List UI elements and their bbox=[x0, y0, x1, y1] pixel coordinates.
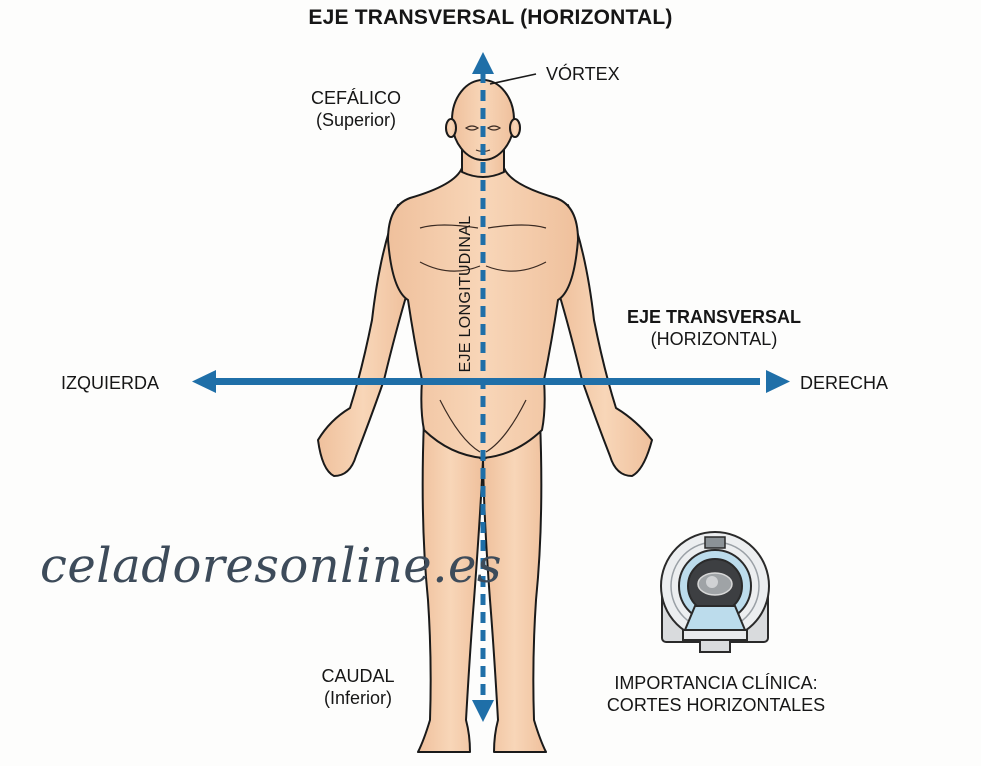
body-details bbox=[419, 125, 547, 453]
left-direction-label: IZQUIERDA bbox=[61, 373, 160, 393]
transverse-axis-label: EJE TRANSVERSAL (HORIZONTAL) bbox=[606, 306, 822, 350]
longitudinal-axis-label: EJE LONGITUDINAL bbox=[457, 215, 474, 373]
right-direction-label: DERECHA bbox=[800, 373, 889, 393]
cephalic-label: CEFÁLICO (Superior) bbox=[298, 87, 414, 131]
caudal-subtitle: (Inferior) bbox=[323, 688, 392, 708]
ct-scanner-icon bbox=[660, 531, 770, 653]
caudal-label: CAUDAL (Inferior) bbox=[306, 665, 410, 709]
vertex-label: VÓRTEX bbox=[546, 64, 620, 84]
transverse-axis-title: EJE TRANSVERSAL bbox=[626, 307, 802, 327]
cephalic-subtitle: (Superior) bbox=[315, 110, 397, 130]
watermark: celadoresonline.es bbox=[40, 538, 502, 594]
clinical-line-1: IMPORTANCIA CLÍNICA: bbox=[614, 673, 818, 693]
transverse-axis-subtitle: (HORIZONTAL) bbox=[650, 329, 778, 349]
caudal-title: CAUDAL bbox=[321, 666, 395, 686]
clinical-line-2: CORTES HORIZONTALES bbox=[606, 695, 826, 715]
clinical-importance-caption: IMPORTANCIA CLÍNICA: CORTES HORIZONTALES bbox=[580, 672, 852, 716]
human-body bbox=[317, 79, 653, 753]
cephalic-title: CEFÁLICO bbox=[310, 88, 402, 108]
vertex-pointer-line bbox=[489, 73, 537, 85]
diagram-title: EJE TRANSVERSAL (HORIZONTAL) bbox=[308, 6, 673, 29]
longitudinal-axis-arrow bbox=[472, 52, 494, 722]
